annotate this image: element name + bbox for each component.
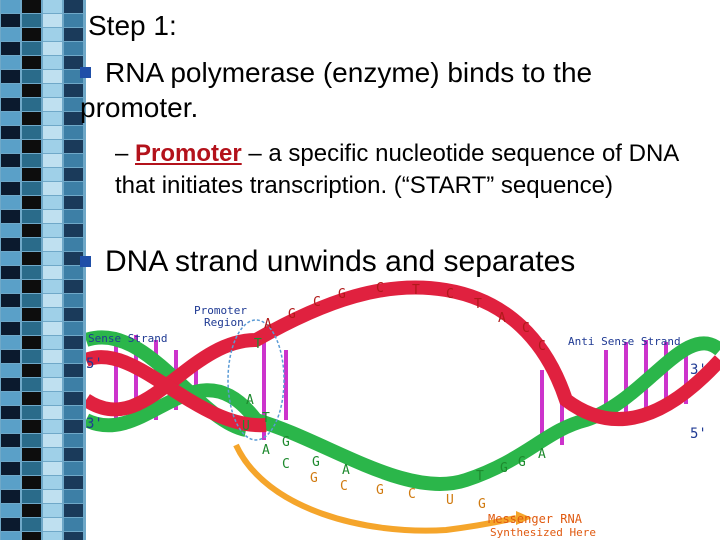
anti-sense-base-letter: T bbox=[254, 337, 262, 352]
sense-strand-label: Sense Strand bbox=[88, 332, 167, 345]
region-label: Region bbox=[204, 316, 244, 329]
sense-base-letter: G bbox=[288, 307, 296, 322]
sense-base-letter: C bbox=[446, 287, 454, 302]
bullet-icon bbox=[80, 67, 91, 78]
anti-sense-base-letter: T bbox=[262, 411, 270, 426]
mrna-strand bbox=[233, 443, 517, 534]
sense-base-letter: C bbox=[376, 281, 384, 296]
rna-base-letter: G bbox=[376, 483, 384, 498]
mrna-label-sub: Synthesized Here bbox=[490, 526, 596, 539]
bullet-rna-polymerase: RNA polymerase (enzyme) binds to the pro… bbox=[80, 55, 700, 125]
rna-base-letter: U bbox=[446, 493, 454, 508]
promoter-term: Promoter bbox=[135, 140, 242, 167]
mrna-label: Messenger RNA bbox=[488, 512, 583, 526]
sense-base-letter: C bbox=[522, 321, 530, 336]
anti-sense-base-letter: C bbox=[282, 457, 290, 472]
anti-sense-base-letter: U bbox=[242, 419, 250, 434]
anti-sense-base-letter: G bbox=[500, 461, 508, 476]
rna-base-letter: C bbox=[340, 479, 348, 494]
sense-base-letter: T bbox=[474, 297, 482, 312]
three-prime-left: 3' bbox=[86, 416, 103, 432]
dash: – bbox=[115, 140, 136, 167]
anti-sense-base-letter: A bbox=[538, 447, 546, 462]
promoter-definition: – Promoter – a specific nucleotide seque… bbox=[115, 138, 715, 202]
promoter-label: Promoter bbox=[194, 304, 247, 317]
bullet-dna-unwinds: DNA strand unwinds and separates bbox=[80, 245, 575, 279]
sense-strand bbox=[86, 280, 720, 426]
anti-sense-base-letter: G bbox=[518, 455, 526, 470]
anti-sense-base-letter: A bbox=[262, 443, 270, 458]
bullet-text: RNA polymerase (enzyme) binds to the pro… bbox=[80, 57, 593, 123]
mrna-arrow-icon bbox=[516, 511, 532, 525]
promoter-region-outline bbox=[227, 319, 285, 441]
sense-base-letter: G bbox=[338, 287, 346, 302]
anti-sense-base-letter: T bbox=[476, 469, 484, 484]
five-prime-right: 5' bbox=[690, 426, 707, 442]
sense-base-letter: T bbox=[412, 283, 420, 298]
anti-sense-base-letter: G bbox=[282, 435, 290, 450]
rna-base-letter: G bbox=[310, 471, 318, 486]
anti-sense-base-letter: A bbox=[342, 463, 350, 478]
bullet-icon bbox=[80, 256, 91, 267]
definition-text: – a specific nucleotide sequence of DNA … bbox=[115, 140, 678, 199]
transcription-diagram: Promoter Region Sense Strand Anti Sense … bbox=[86, 280, 720, 539]
anti-sense-base-letter: G bbox=[312, 455, 320, 470]
five-prime-left: 5' bbox=[86, 356, 103, 372]
anti-sense-base-letter: A bbox=[246, 393, 254, 408]
sense-base-letter: A bbox=[498, 311, 506, 326]
bullet-text: DNA strand unwinds and separates bbox=[105, 245, 576, 278]
sense-base-letter: A bbox=[264, 317, 272, 332]
decorative-stripe-column bbox=[0, 0, 86, 540]
sense-base-letter: C bbox=[313, 295, 321, 310]
anti-sense-strand-label: Anti Sense Strand bbox=[568, 335, 681, 348]
rna-base-letter: C bbox=[408, 487, 416, 502]
three-prime-right: 3' bbox=[690, 362, 707, 378]
step-title: Step 1: bbox=[88, 10, 177, 41]
rna-base-letter: G bbox=[478, 497, 486, 512]
sense-base-letter: C bbox=[538, 339, 546, 354]
